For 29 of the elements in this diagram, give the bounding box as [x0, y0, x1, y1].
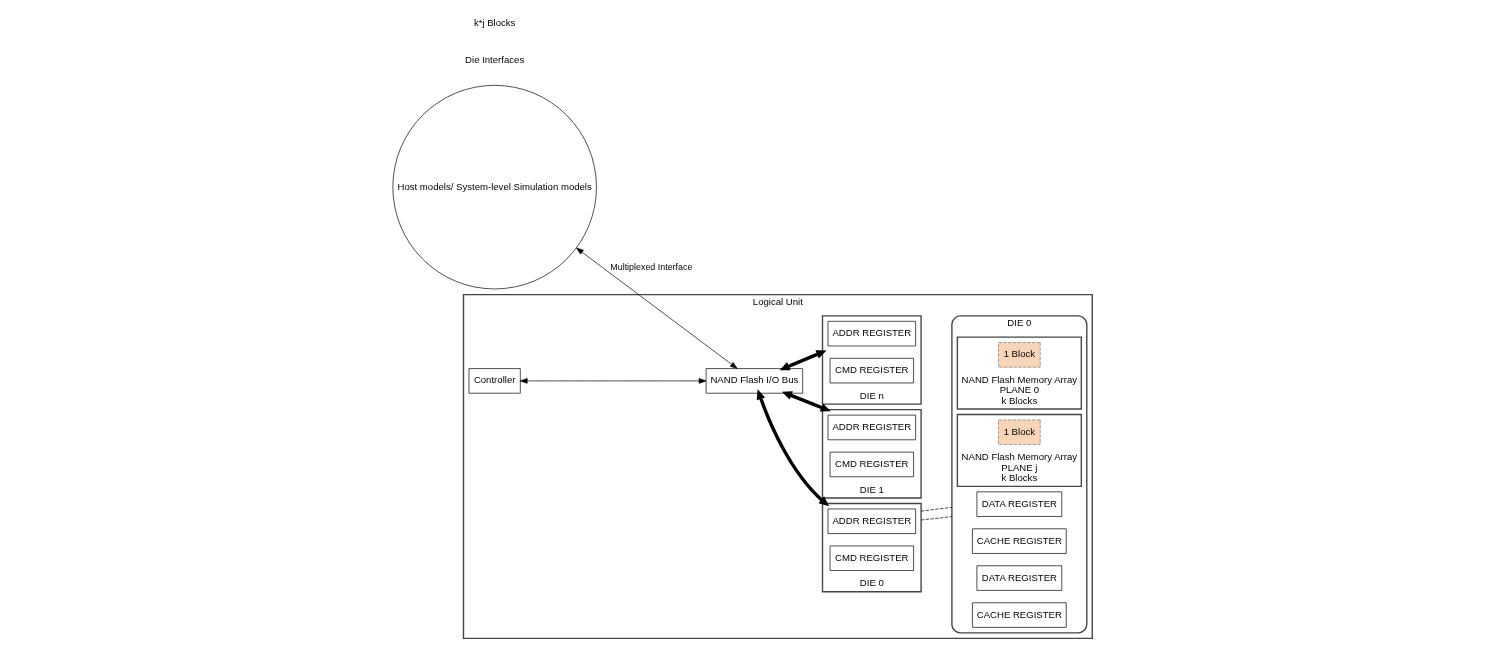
node-box: ADDR REGISTER: [827, 414, 916, 441]
node-box: 1 Block: [998, 342, 1041, 368]
label: Die Interfaces: [465, 54, 525, 66]
arrow: [781, 391, 831, 412]
node-box: Controller: [468, 368, 521, 394]
arrow: [779, 350, 827, 371]
arrow: [756, 389, 830, 507]
node-label: PLANE 0: [999, 384, 1040, 396]
node-box: CACHE REGISTER: [972, 602, 1067, 628]
node-label: k Blocks: [1001, 472, 1038, 483]
node-circle: Host models/ System-level Simulation models: [392, 85, 597, 290]
arrow: [520, 378, 707, 384]
node-label: PLANE j: [1001, 461, 1038, 473]
connector: [920, 516, 953, 521]
node-box: ADDR REGISTER: [827, 321, 916, 347]
node-box: DATA REGISTER: [976, 491, 1063, 517]
arrow: [576, 247, 738, 369]
node-box: NAND Flash I/O Bus: [705, 368, 803, 394]
node-box: CMD REGISTER: [829, 451, 914, 478]
node-box: CMD REGISTER: [829, 545, 914, 571]
node-box: DATA REGISTER: [976, 565, 1063, 591]
node-box: CACHE REGISTER: [972, 528, 1067, 554]
node-box: ADDR REGISTER: [827, 508, 916, 534]
node-label: k Blocks: [1001, 394, 1038, 406]
label: k*j Blocks: [473, 17, 516, 29]
node-box: 1 Block: [998, 419, 1041, 445]
edge-label: Multiplexed Interface: [610, 262, 693, 273]
connector: [920, 507, 953, 512]
node-box: CMD REGISTER: [829, 357, 914, 384]
